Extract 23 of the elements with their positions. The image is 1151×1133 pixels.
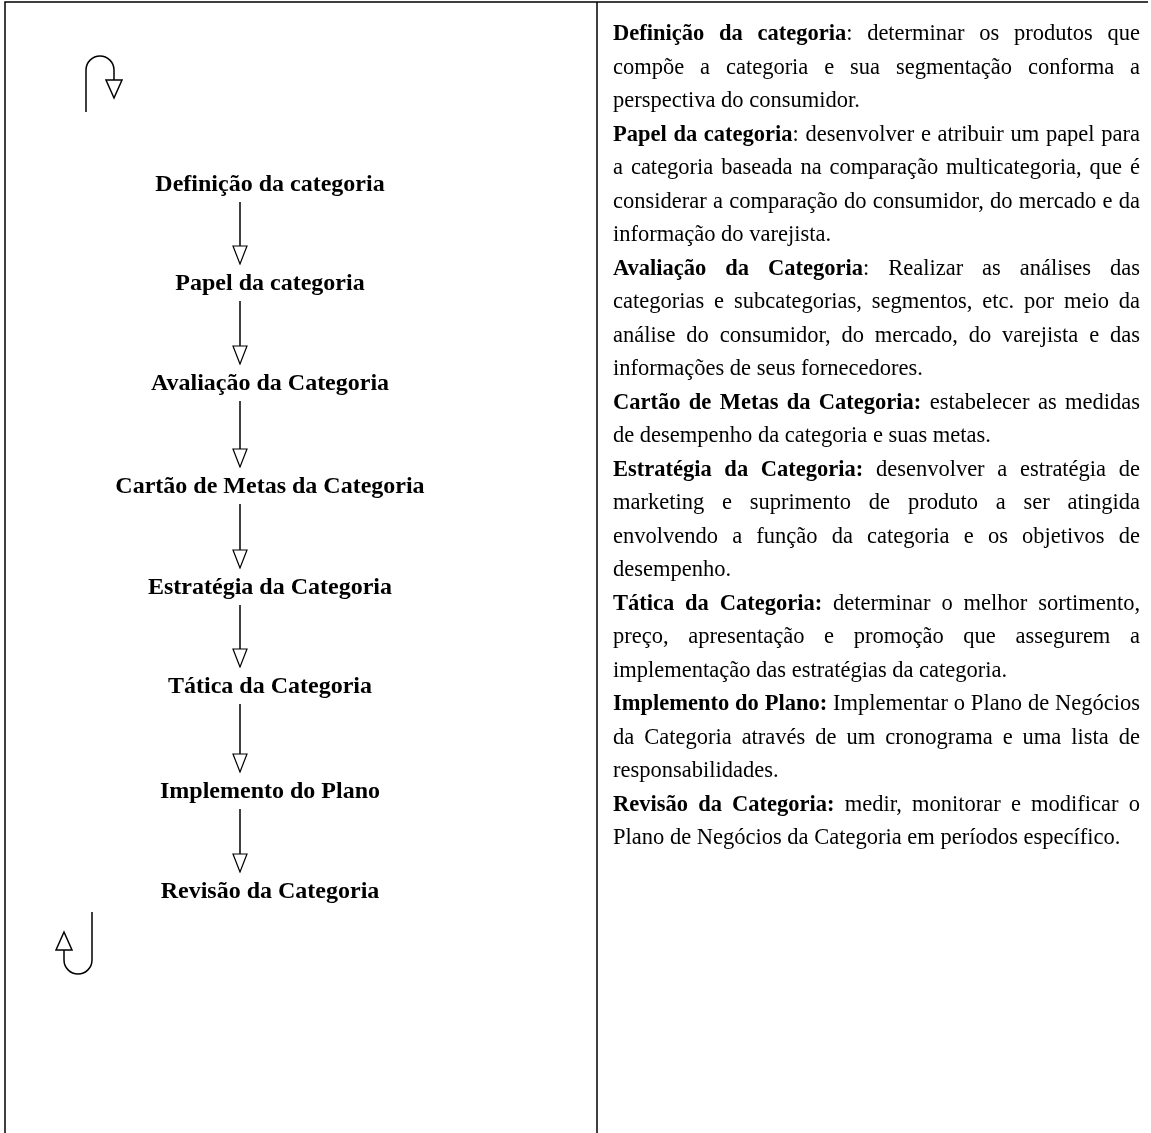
description-paragraph: Tática da Categoria: determinar o melhor sortimento, preço, apresentação e promoção que assegurem a implementação das estratégias da categoria. (613, 588, 1140, 684)
down-arrow (232, 201, 248, 265)
down-arrow (232, 703, 248, 773)
down-arrow (232, 300, 248, 365)
step-label: Definição da categoria (5, 168, 535, 198)
step-label: Revisão da Categoria (5, 875, 535, 905)
description-paragraph: Cartão de Metas da Categoria: estabelecer as medidas de desempenho da categoria e suas metas. (613, 387, 1140, 449)
description-paragraph: Revisão da Categoria: medir, monitorar e modificar o Plano de Negócios da Categoria em períodos específico. (613, 789, 1140, 851)
description-paragraph: Papel da categoria: desenvolver e atribuir um papel para a categoria baseada na comparação multicategoria, que é considerar a comparação do consumidor, do mercado e da informação do varejista. (613, 119, 1140, 248)
down-arrow (232, 808, 248, 873)
down-arrow (232, 503, 248, 569)
step-label: Tática da Categoria (5, 670, 535, 700)
step-label: Avaliação da Categoria (5, 367, 535, 397)
down-arrow (232, 400, 248, 468)
down-arrow (232, 604, 248, 668)
step-label: Implemento do Plano (5, 775, 535, 805)
description-paragraph: Definição da categoria: determinar os produtos que compõe a categoria e sua segmentação conforma a perspectiva do consumidor. (613, 19, 1140, 114)
step-label: Cartão de Metas da Categoria (5, 470, 535, 500)
description-paragraph: Implemento do Plano: Implementar o Plano de Negócios da Categoria através de um cronograma e uma lista de responsabilidades. (613, 689, 1140, 784)
step-label: Papel da categoria (5, 267, 535, 297)
step-label: Estratégia da Categoria (5, 571, 535, 601)
description-paragraph: Avaliação da Categoria: Realizar as análises das categorias e subcategorias, segmentos, etc. por meio da análise do consumidor, do mercado, do varejista e das informações de seus fornecedores. (613, 253, 1140, 382)
description-paragraph: Estratégia da Categoria: desenvolver a estratégia de marketing e suprimento de produto a ser atingida envolvendo a função da categoria e os objetivos de desempenho. (613, 454, 1140, 583)
